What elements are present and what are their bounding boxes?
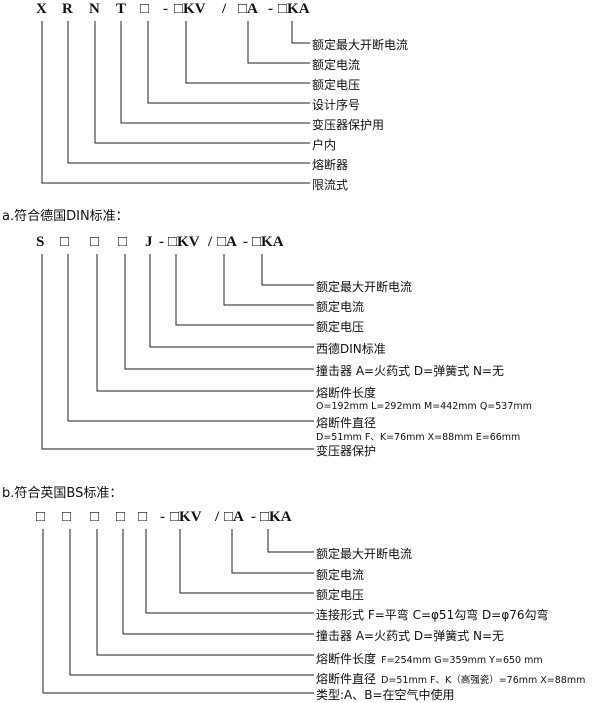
label-fuse-length: 熔断件长度 xyxy=(316,652,377,666)
leader-line xyxy=(261,254,314,286)
label-striker: 撞击器 A=火药式 D=弹簧式 N=无 xyxy=(316,629,505,643)
label-striker: 撞击器 A=火药式 D=弹簧式 N=无 xyxy=(316,364,505,378)
leader-line xyxy=(291,21,310,44)
code-slash: / xyxy=(215,509,220,525)
code-box-type: □ xyxy=(36,509,46,525)
label-indoor: 户内 xyxy=(312,138,337,152)
code-box-length: □ xyxy=(90,509,100,525)
code-box-connection: □ xyxy=(138,509,148,525)
leader-line xyxy=(147,21,310,104)
code-dash: - xyxy=(251,509,256,525)
code-a: □A xyxy=(238,1,258,17)
label-transformer-protection: 变压器保护 xyxy=(316,444,377,458)
code-char-j: J xyxy=(145,234,153,250)
detail-fuse-diameter: D=51mm F、K=76mm X=88mm E=66mm xyxy=(316,432,521,443)
leader-line xyxy=(94,21,310,144)
leader-line xyxy=(67,254,314,422)
leader-line xyxy=(247,21,310,64)
code-a: □A xyxy=(224,509,244,525)
label-design-number: 设计序号 xyxy=(312,98,361,112)
label-fuse: 熔断器 xyxy=(312,158,349,172)
label-transformer-protection: 变压器保护用 xyxy=(312,118,385,132)
label-connection-form: 连接形式 F=平弯 C=φ51勾弯 D=φ76勾弯 xyxy=(316,608,549,622)
code-box-striker: □ xyxy=(118,234,128,250)
leader-line xyxy=(96,254,314,392)
code-slash: / xyxy=(222,1,227,17)
leader-line xyxy=(179,529,314,594)
code-box-diameter: □ xyxy=(62,509,72,525)
label-rated-current: 额定电流 xyxy=(316,568,365,582)
code-char-t: T xyxy=(116,1,127,17)
code-ka: □KA xyxy=(260,509,292,525)
code-dash: - xyxy=(159,234,164,250)
code-box-length: □ xyxy=(90,234,100,250)
label-rated-voltage: 额定电压 xyxy=(316,320,365,334)
code-box-design: □ xyxy=(140,1,150,17)
heading-bs: b.符合英国BS标准： xyxy=(2,486,123,501)
label-rated-voltage: 额定电压 xyxy=(312,78,361,92)
leader-line xyxy=(124,254,314,370)
leader-line xyxy=(41,21,310,184)
label-rated-voltage: 额定电压 xyxy=(316,588,365,602)
leader-line xyxy=(122,529,314,635)
label-fuse-length: 熔断件长度 xyxy=(316,386,377,400)
code-dash: - xyxy=(160,509,165,525)
code-char-r: R xyxy=(62,1,73,17)
leader-line xyxy=(120,21,310,124)
label-fuse-diameter: 熔断件直径 xyxy=(316,672,377,686)
code-ka: □KA xyxy=(252,234,284,250)
code-kv: □KV xyxy=(174,1,206,17)
leader-line xyxy=(231,529,314,574)
code-char-s: S xyxy=(36,234,45,250)
code-a: □A xyxy=(217,234,237,250)
code-ka: □KA xyxy=(278,1,310,17)
leader-line xyxy=(42,529,314,694)
code-dash: - xyxy=(268,1,273,17)
leader-line xyxy=(149,254,314,348)
detail-fuse-length: O=192mm L=292mm M=442mm Q=537mm xyxy=(316,401,532,412)
code-box-diameter: □ xyxy=(60,234,70,250)
code-dash: - xyxy=(163,1,168,17)
label-rated-current: 额定电流 xyxy=(312,58,361,72)
leader-line xyxy=(185,21,310,84)
leader-line xyxy=(145,529,314,614)
label-type: 类型:A、B=在空气中使用 xyxy=(316,688,455,702)
code-box-striker: □ xyxy=(116,509,126,525)
heading-din: a.符合德国DIN标准： xyxy=(2,209,129,224)
leader-line xyxy=(96,529,314,656)
code-char-x: X xyxy=(36,1,47,17)
label-max-breaking-current: 额定最大开断电流 xyxy=(312,38,409,52)
leader-line xyxy=(267,529,314,553)
leader-line xyxy=(41,254,314,450)
label-current-limiting: 限流式 xyxy=(312,178,349,192)
detail-fuse-diameter: D=51mm F、K（高强瓷）=76mm X=88mm xyxy=(381,675,586,686)
label-max-breaking-current: 额定最大开断电流 xyxy=(316,280,413,294)
detail-fuse-length: F=254mm G=359mm Y=650 mm xyxy=(381,655,543,666)
leader-line xyxy=(67,21,310,164)
label-max-breaking-current: 额定最大开断电流 xyxy=(316,547,413,561)
code-kv: □KV xyxy=(168,234,200,250)
label-fuse-length-row: 熔断件长度 F=254mm G=359mm Y=650 mm xyxy=(316,648,543,667)
label-rated-current: 额定电流 xyxy=(316,300,365,314)
label-fuse-diameter: 熔断件直径 xyxy=(316,416,377,430)
leader-line xyxy=(69,529,314,676)
code-dash: - xyxy=(243,234,248,250)
leader-line xyxy=(223,254,314,306)
label-din-standard: 西德DIN标准 xyxy=(316,342,386,356)
label-fuse-diameter-row: 熔断件直径 D=51mm F、K（高强瓷）=76mm X=88mm xyxy=(316,668,585,687)
leader-line xyxy=(175,254,314,326)
code-slash: / xyxy=(208,234,213,250)
code-char-n: N xyxy=(89,1,100,17)
code-kv: □KV xyxy=(170,509,202,525)
